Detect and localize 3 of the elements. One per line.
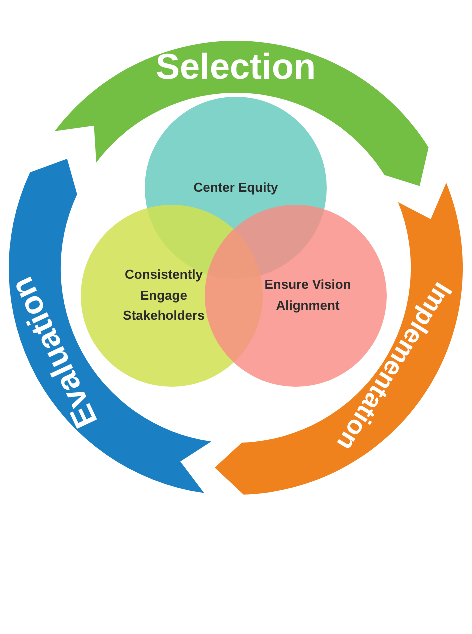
circle-label: Consistently Engage Stakeholders <box>122 266 206 326</box>
circle-label: Center Equity <box>192 178 280 197</box>
stage-label: Selection <box>156 48 316 85</box>
